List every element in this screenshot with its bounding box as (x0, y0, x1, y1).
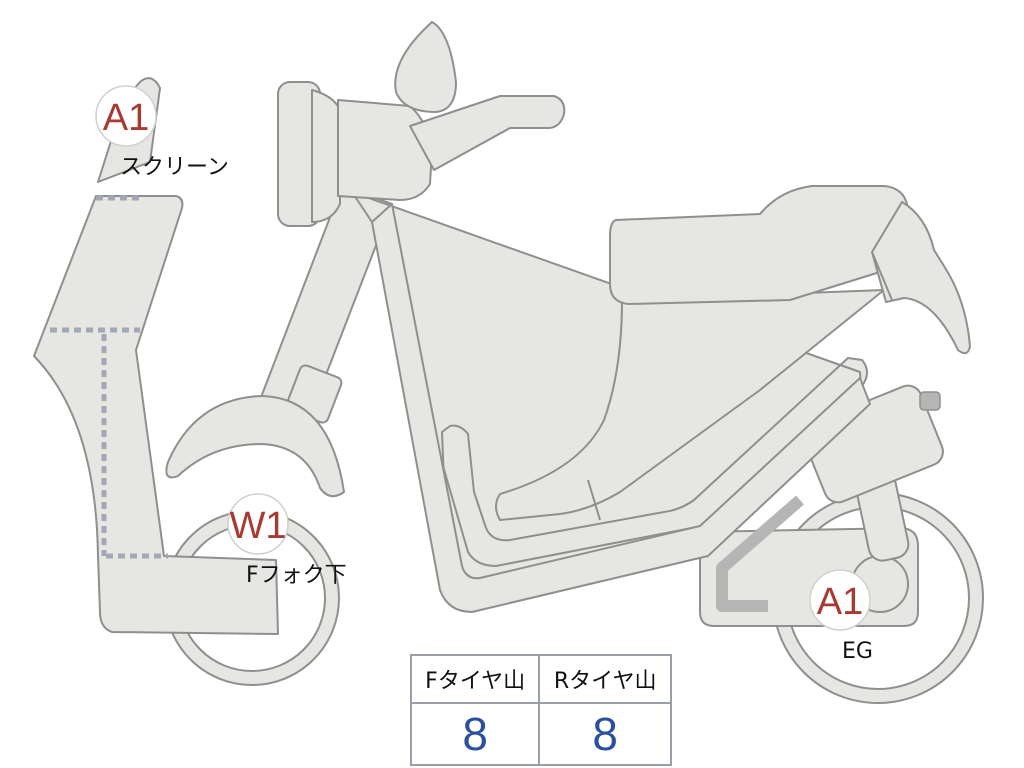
marker-front-fork: W1 Fフォク下 (227, 493, 347, 588)
marker-screen-label: スクリーン (120, 155, 229, 180)
marker-engine-code: A1 (817, 581, 863, 623)
front-tire-value: 8 (409, 702, 541, 766)
frame-lower (371, 203, 871, 613)
scratch-marks (50, 195, 168, 559)
marker-front-fork-label: Fフォク下 (246, 563, 347, 588)
seat (609, 185, 971, 355)
marker-engine-label: EG (842, 639, 873, 664)
tire-table-header-row: Fタイヤ山 Rタイヤ山 (409, 654, 672, 704)
rear-tire-value: 8 (538, 702, 672, 766)
rear-body (495, 289, 885, 521)
handlebar (409, 95, 566, 171)
headlight (277, 81, 433, 227)
front-fender (165, 395, 345, 498)
mirror (394, 21, 457, 113)
front-tire-header: Fタイヤ山 (409, 654, 541, 704)
tire-table-value-row: 8 8 (409, 702, 672, 766)
marker-screen: A1 スクリーン (95, 85, 229, 180)
marker-engine: A1 EG (809, 569, 873, 664)
tire-tread-table: Fタイヤ山 Rタイヤ山 8 8 (409, 654, 672, 766)
marker-front-fork-code: W1 (230, 505, 287, 547)
rear-tire-header: Rタイヤ山 (538, 654, 672, 704)
marker-screen-code: A1 (103, 97, 149, 139)
